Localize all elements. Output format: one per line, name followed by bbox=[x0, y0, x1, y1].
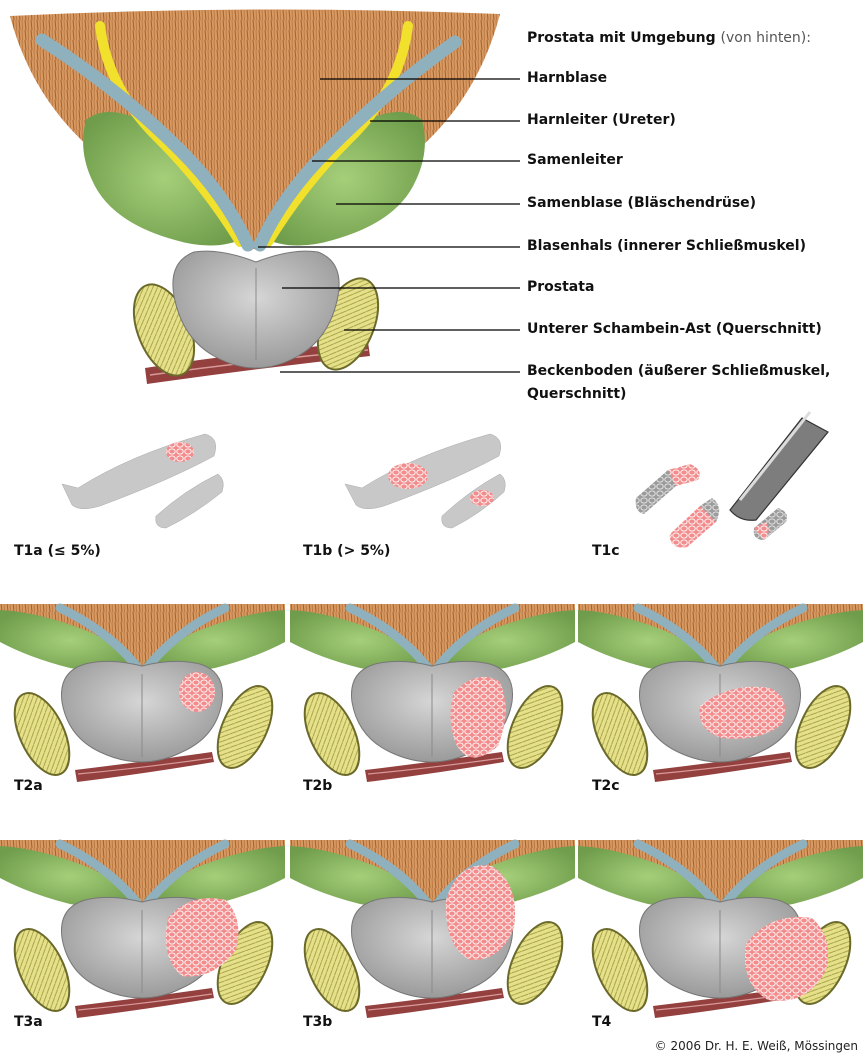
label-beckenboden-cont: Querschnitt) bbox=[527, 386, 626, 402]
copyright-notice: © 2006 Dr. H. E. Weiß, Mössingen bbox=[655, 1039, 858, 1053]
t2c-diagram bbox=[578, 604, 863, 783]
t1b-diagram bbox=[345, 434, 505, 528]
main-anatomy bbox=[10, 9, 520, 384]
label-samenblase: Samenblase (Bläschendrüse) bbox=[527, 195, 756, 211]
title-sub: (von hinten): bbox=[721, 30, 811, 46]
stage-label-t2a: T2a bbox=[14, 778, 43, 794]
label-harnblase: Harnblase bbox=[527, 70, 607, 86]
diagram-title: Prostata mit Umgebung (von hinten): bbox=[527, 30, 811, 46]
t3a-diagram bbox=[0, 840, 285, 1019]
stage-label-t1b: T1b (> 5%) bbox=[303, 543, 390, 559]
label-schambein-ast: Unterer Schambein-Ast (Querschnitt) bbox=[527, 321, 822, 337]
stage-label-t4: T4 bbox=[592, 1014, 611, 1030]
t3b-diagram bbox=[290, 840, 575, 1019]
stage-label-t2c: T2c bbox=[592, 778, 620, 794]
stage-label-t2b: T2b bbox=[303, 778, 332, 794]
title-main: Prostata mit Umgebung bbox=[527, 30, 716, 46]
stage-label-t3b: T3b bbox=[303, 1014, 332, 1030]
label-samenleiter: Samenleiter bbox=[527, 152, 623, 168]
stage-label-t3a: T3a bbox=[14, 1014, 43, 1030]
label-blasenhals: Blasenhals (innerer Schließmuskel) bbox=[527, 238, 806, 254]
label-harnleiter: Harnleiter (Ureter) bbox=[527, 112, 676, 128]
t1a-diagram bbox=[62, 434, 223, 528]
t2b-diagram bbox=[290, 604, 575, 783]
label-prostata: Prostata bbox=[527, 279, 594, 295]
label-beckenboden: Beckenboden (äußerer Schließmuskel, bbox=[527, 363, 830, 379]
stage-label-t1c: T1c bbox=[592, 543, 620, 559]
t2a-diagram bbox=[0, 604, 285, 783]
t1c-diagram bbox=[636, 412, 828, 548]
stage-label-t1a: T1a (≤ 5%) bbox=[14, 543, 101, 559]
